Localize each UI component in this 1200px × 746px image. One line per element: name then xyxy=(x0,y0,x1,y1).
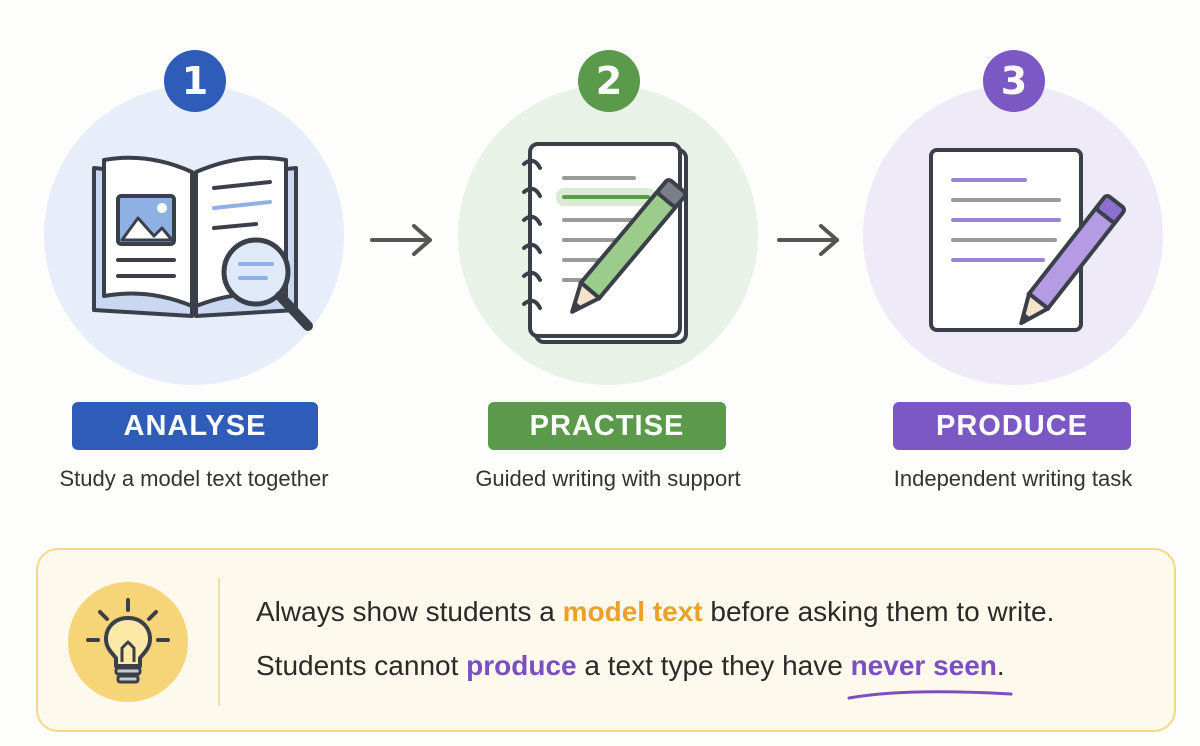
step-caption: Study a model text together xyxy=(59,466,329,491)
step-title: PRODUCE xyxy=(893,402,1131,450)
tip-text: Always show students a xyxy=(256,596,563,627)
tip-highlight-never-seen: never seen xyxy=(850,650,997,681)
tip-text: Students cannot xyxy=(256,650,467,681)
lightbulb-icon xyxy=(86,598,170,684)
arrow-right-icon xyxy=(370,224,432,256)
arrow-right-icon xyxy=(777,224,839,256)
tip-line-1: Always show students a model text before… xyxy=(256,596,1054,628)
tip-highlight-produce: produce xyxy=(466,650,577,681)
tip-line-2: Students cannot produce a text type they… xyxy=(256,650,1013,700)
notepad-pencil-icon xyxy=(522,142,688,344)
tip-text: before asking them to write. xyxy=(702,596,1055,627)
tip-box: Always show students a model text before… xyxy=(36,548,1176,732)
step-number-badge: 1 xyxy=(164,50,226,112)
step-caption: Independent writing task xyxy=(893,466,1133,491)
step-title: ANALYSE xyxy=(72,402,318,450)
step-title: PRACTISE xyxy=(488,402,726,450)
paper-pencil-icon xyxy=(929,148,1126,332)
step-number-badge: 2 xyxy=(578,50,640,112)
step-number-badge: 3 xyxy=(983,50,1045,112)
tip-text: . xyxy=(996,650,1005,681)
tip-highlight-model-text: model text xyxy=(562,596,703,627)
step-caption: Guided writing with support xyxy=(475,466,741,491)
tip-icon-circle xyxy=(68,582,188,702)
book-magnifier-icon xyxy=(92,155,313,331)
tip-divider xyxy=(218,578,220,706)
tip-highlight-never-seen-wrap: never seen xyxy=(847,650,1013,700)
tip-text: a text type they have xyxy=(576,650,851,681)
handdrawn-underline xyxy=(847,690,1013,700)
